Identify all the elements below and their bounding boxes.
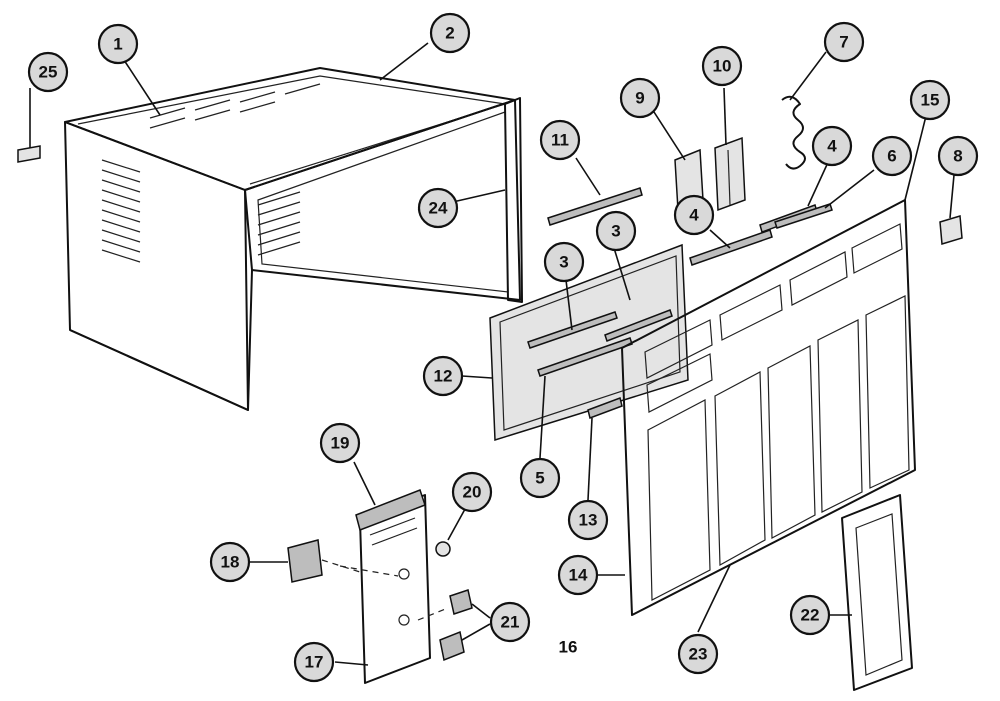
cabinet-louvres-back (257, 191, 301, 256)
part-18-switch (287, 539, 361, 583)
callout-19: 19 (319, 422, 361, 464)
callout-label: 5 (535, 469, 544, 488)
part-25-tag (17, 145, 41, 163)
callout-label: 15 (921, 91, 940, 110)
callout-4-upper: 4 (811, 125, 853, 167)
callout-label: 23 (689, 645, 708, 664)
callout-label: 17 (305, 653, 324, 672)
callout-7: 7 (823, 21, 865, 63)
part-5-rail (537, 337, 633, 377)
callout-label: 3 (611, 222, 620, 241)
callout-label: 9 (635, 89, 644, 108)
part-6-strip (774, 203, 833, 229)
callout-label: 7 (839, 33, 848, 52)
part-10-bracket (714, 136, 746, 212)
part-8-plug (939, 215, 963, 245)
callout-1: 1 (97, 23, 139, 65)
callout-12: 12 (422, 355, 464, 397)
callout-3-left: 3 (543, 241, 585, 283)
callout-10: 10 (701, 45, 743, 87)
callout-24: 24 (417, 187, 459, 229)
callout-18: 18 (209, 541, 251, 583)
part-3-rails (527, 309, 673, 349)
cabinet-louvres-top (149, 83, 321, 129)
part-13-bracket (587, 397, 623, 419)
callout-4-lower: 4 (673, 194, 715, 236)
callout-label: 22 (801, 606, 820, 625)
callout-label: 4 (689, 206, 699, 225)
cabinet-wrapper (64, 67, 523, 411)
callout-8: 8 (937, 135, 979, 177)
callout-label: 8 (953, 147, 962, 166)
callout-label: 20 (463, 483, 482, 502)
callout-label: 13 (579, 511, 598, 530)
callout-label: 2 (445, 24, 454, 43)
callout-label: 21 (501, 613, 520, 632)
callout-21: 21 (489, 601, 531, 643)
part-14-front-grille (621, 199, 916, 616)
callout-23: 23 (677, 633, 719, 675)
callout-label: 19 (331, 434, 350, 453)
callout-label: 11 (551, 131, 569, 150)
callout-14: 14 (557, 554, 599, 596)
callout-label: 10 (713, 57, 732, 76)
callout-label: 25 (39, 63, 58, 82)
part-7-clip (781, 95, 806, 170)
callout-3-right: 3 (595, 210, 637, 252)
callout-17: 17 (293, 641, 335, 683)
callout-label: 14 (569, 566, 588, 585)
callout-22: 22 (789, 594, 831, 636)
label-16: 16 (559, 638, 578, 657)
callout-13: 13 (567, 499, 609, 541)
part-20-knob (435, 541, 451, 557)
callout-11: 11 (539, 119, 581, 161)
callout-label: 18 (221, 553, 240, 572)
callout-label: 1 (113, 35, 122, 54)
part-17-control-panel (339, 489, 449, 684)
callout-15: 15 (909, 79, 951, 121)
callout-label: 6 (887, 147, 896, 166)
callout-label: 24 (429, 199, 448, 218)
callout-25: 25 (27, 51, 69, 93)
callout-20: 20 (451, 471, 493, 513)
callout-label: 12 (434, 367, 453, 386)
callout-6: 6 (871, 135, 913, 177)
part-21-knobs (439, 589, 473, 662)
callout-label: 3 (559, 253, 568, 272)
callout-label: 4 (827, 137, 837, 156)
callout-5: 5 (519, 457, 561, 499)
callout-9: 9 (619, 77, 661, 119)
part-11-rod (547, 187, 643, 226)
cabinet-louvres-left (101, 159, 141, 263)
callout-2: 2 (429, 12, 471, 54)
part-22-frame (841, 494, 913, 691)
part-12-filter-panel (489, 243, 689, 442)
